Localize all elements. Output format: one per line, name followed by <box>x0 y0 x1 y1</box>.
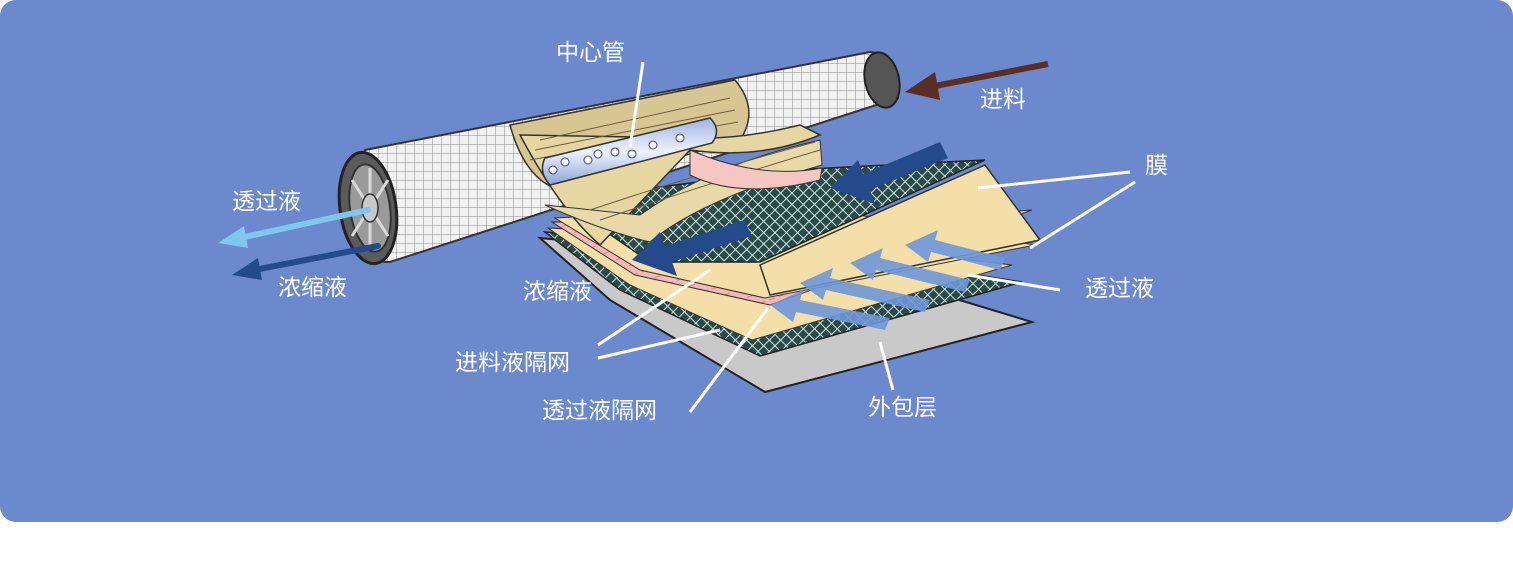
label-permeate-right: 透过液 <box>1085 276 1154 302</box>
label-permeate-spacer: 透过液隔网 <box>542 398 657 424</box>
concentrate-exit-arrow <box>232 243 381 280</box>
spiral-wound-module-diagram <box>0 0 1513 522</box>
diagram-panel: 中心管 进料 膜 透过液 浓缩液 浓缩液 透过液 进料液隔网 透过液隔网 外包层 <box>0 0 1513 522</box>
permeate-exit-arrow <box>218 207 371 248</box>
label-permeate-left: 透过液 <box>232 189 301 215</box>
label-feed: 进料 <box>980 87 1026 113</box>
concentrate-flow-arrow-upper <box>830 142 948 204</box>
concentrate-flow-arrow-lower <box>632 220 752 276</box>
label-concentrate-left: 浓缩液 <box>278 275 347 301</box>
permeate-flow-arrows <box>770 230 1005 330</box>
leader-lines <box>597 61 1136 413</box>
feed-arrow <box>905 61 1049 100</box>
label-concentrate-mid: 浓缩液 <box>523 279 592 305</box>
center-tube-holes <box>548 133 685 175</box>
label-membrane: 膜 <box>1145 153 1168 179</box>
label-center-tube: 中心管 <box>556 40 625 66</box>
label-feed-spacer: 进料液隔网 <box>455 350 570 376</box>
label-outer-wrap: 外包层 <box>868 395 937 421</box>
